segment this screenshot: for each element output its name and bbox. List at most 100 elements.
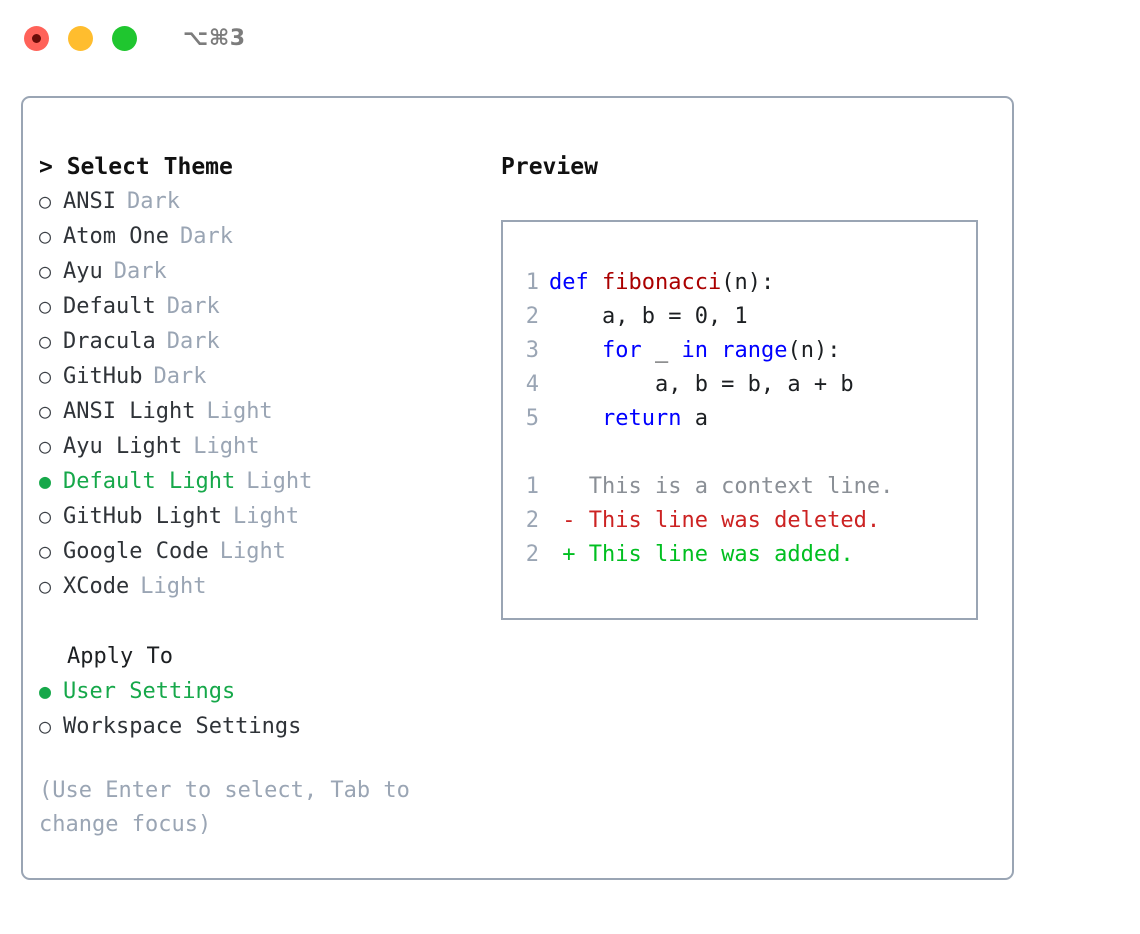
theme-variant-label: Light [219, 539, 286, 564]
diff-line-text: + This line was added. [549, 542, 854, 567]
code-plain: a, b = b, a + b [549, 372, 854, 397]
theme-name-label: ANSI [63, 189, 116, 214]
line-number: 3 [525, 338, 539, 363]
theme-variant-label: Light [246, 469, 313, 494]
theme-name-label: GitHub [63, 364, 143, 389]
code-plain [549, 406, 602, 431]
theme-name-label: XCode [63, 574, 130, 599]
theme-variant-label: Dark [126, 189, 180, 214]
diff-line-text: This is a context line. [549, 474, 894, 499]
minimize-button[interactable] [68, 25, 93, 51]
diff-line: 2 - This line was deleted. [503, 504, 976, 538]
maximize-button[interactable] [112, 25, 137, 51]
code-line-text: for _ in range(n): [549, 334, 840, 368]
radio-unselected-icon: ○ [39, 504, 52, 528]
theme-list-item[interactable]: ○ GitHub Dark [39, 359, 493, 394]
code-plain: _ [641, 338, 682, 363]
apply-to-label: Workspace Settings [63, 714, 302, 739]
theme-variant-label: Dark [153, 364, 207, 389]
apply-to-item[interactable]: ●User Settings [39, 674, 493, 709]
recording-dot-icon [32, 33, 41, 43]
radio-unselected-icon: ○ [39, 539, 52, 563]
code-keyword: in [681, 338, 708, 363]
code-plain: (n): [721, 270, 775, 295]
radio-unselected-icon: ○ [39, 294, 52, 318]
theme-list-item[interactable]: ○ Atom One Dark [39, 219, 493, 254]
radio-unselected-icon: ○ [39, 224, 52, 248]
radio-unselected-icon: ○ [39, 574, 52, 598]
code-plain [708, 338, 721, 363]
theme-name-label: Ayu [63, 259, 103, 284]
line-number: 1 [525, 474, 539, 499]
keyboard-shortcut-label: ⌥⌘3 [183, 25, 246, 51]
theme-variant-label: Dark [113, 259, 167, 284]
code-plain: a, b = 0, 1 [549, 304, 748, 329]
theme-name-label: GitHub Light [63, 504, 222, 529]
code-line-text: a, b = 0, 1 [549, 300, 748, 334]
diff-line-text: - This line was deleted. [549, 508, 881, 533]
radio-selected-icon: ● [39, 679, 52, 703]
theme-name-label: Ayu Light [63, 434, 183, 459]
theme-name-label: ANSI Light [63, 399, 196, 424]
code-line-text: def fibonacci(n): [549, 266, 774, 300]
code-plain: a [681, 406, 708, 431]
apply-to-list: ●User Settings ○ Workspace Settings [39, 674, 493, 744]
radio-unselected-icon: ○ [39, 399, 52, 423]
code-line: 5 return a [503, 402, 976, 436]
theme-list-item[interactable]: ○ Default Dark [39, 289, 493, 324]
theme-variant-label: Dark [179, 224, 233, 249]
theme-list-item[interactable]: ○ Ayu Dark [39, 254, 493, 289]
theme-name-label: Dracula [63, 329, 156, 354]
radio-unselected-icon: ○ [39, 434, 52, 458]
theme-list-item[interactable]: ○ XCode Light [39, 569, 493, 604]
window-titlebar: ⌥⌘3 [0, 0, 1140, 76]
theme-variant-label: Light [140, 574, 207, 599]
code-line-text: return a [549, 402, 708, 436]
code-plain: (n): [787, 338, 841, 363]
preview-heading: Preview [501, 154, 598, 180]
line-number: 2 [525, 304, 539, 329]
theme-name-label: Atom One [63, 224, 169, 249]
close-button[interactable] [24, 25, 49, 51]
radio-unselected-icon: ○ [39, 329, 52, 353]
radio-unselected-icon: ○ [39, 189, 52, 213]
apply-to-item[interactable]: ○ Workspace Settings [39, 709, 493, 744]
code-diff-separator [503, 436, 976, 470]
code-line-text: a, b = b, a + b [549, 368, 854, 402]
radio-unselected-icon: ○ [39, 259, 52, 283]
theme-list-item[interactable]: ○ Dracula Dark [39, 324, 493, 359]
line-number: 2 [525, 542, 539, 567]
code-function-name: fibonacci [601, 270, 722, 295]
line-number: 2 [525, 508, 539, 533]
line-number: 5 [525, 406, 539, 431]
radio-unselected-icon: ○ [39, 364, 52, 388]
theme-name-label: Google Code [63, 539, 209, 564]
code-line: 2 a, b = 0, 1 [503, 300, 976, 334]
theme-variant-label: Dark [166, 329, 220, 354]
select-theme-heading: > Select Theme [39, 154, 233, 180]
theme-list-item[interactable]: ○ ANSI Light Light [39, 394, 493, 429]
theme-name-label: Default [63, 294, 156, 319]
code-keyword: return [601, 406, 682, 431]
code-line: 3 for _ in range(n): [503, 334, 976, 368]
theme-variant-label: Light [206, 399, 273, 424]
radio-unselected-icon: ○ [39, 714, 52, 738]
theme-list-item[interactable]: ○ ANSI Dark [39, 184, 493, 219]
diff-line: 2 + This line was added. [503, 538, 976, 572]
theme-variant-label: Dark [166, 294, 220, 319]
theme-list-item[interactable]: ○ Google Code Light [39, 534, 493, 569]
code-keyword: range [721, 338, 788, 363]
line-number: 4 [525, 372, 539, 397]
diff-sample: 1 This is a context line. 2 - This line w… [503, 470, 976, 572]
